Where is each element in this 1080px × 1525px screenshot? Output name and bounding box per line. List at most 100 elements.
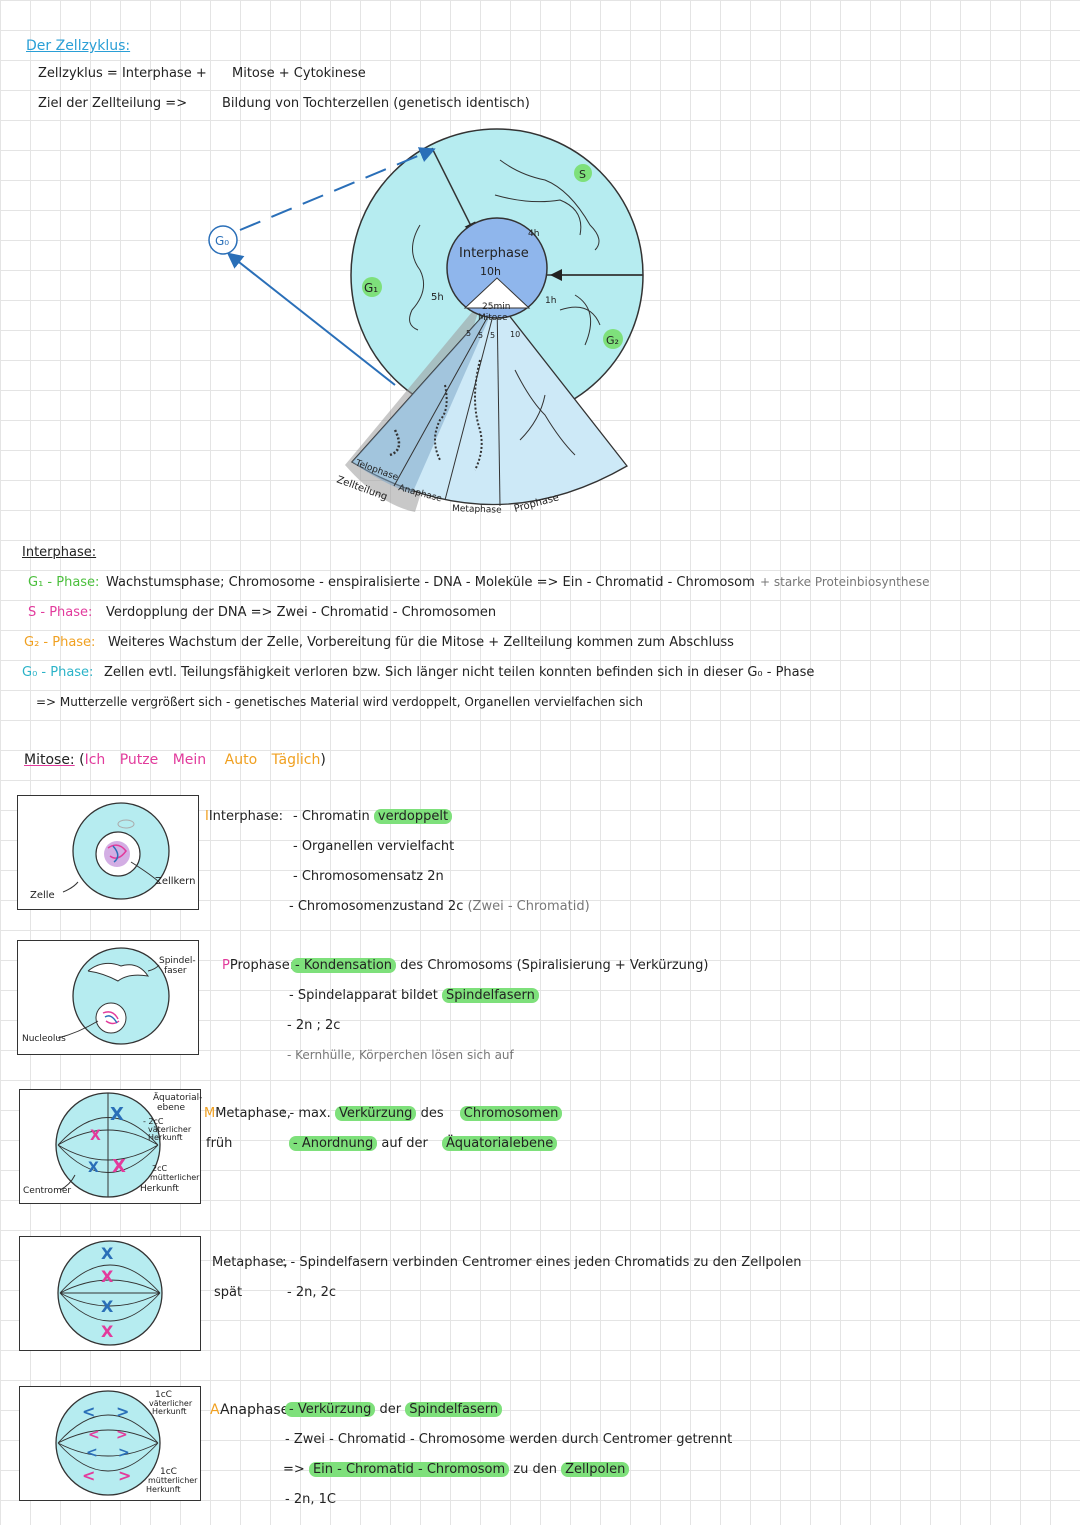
fig-label-spindel: Spindel- [159, 956, 196, 966]
g2-label: G₂ [606, 334, 619, 347]
fig-label-v1: - 2cC [143, 1117, 164, 1126]
fig-label-aq2: ebene [157, 1103, 186, 1113]
fig-label-m1: 2cC [152, 1164, 168, 1173]
anaphase-line4: - 2n, 1C [285, 1492, 336, 1507]
interphase-line3: - Chromosomensatz 2n [293, 869, 444, 884]
ana-fig-v3: Herkunft [152, 1407, 187, 1416]
interphase-core [446, 217, 548, 319]
svg-text:>: > [116, 1427, 128, 1443]
cycle-equation-right: Mitose + Cytokinese [232, 66, 366, 81]
mitose-heading-line: Mitose: (Ich Putze Mein Auto Täglich) [24, 752, 326, 768]
goal-label: Ziel der Zellteilung => [38, 96, 188, 111]
metaphase-early-line1-pre: : - max. [281, 1106, 331, 1121]
fig-label-m2: mütterlicher [150, 1173, 200, 1182]
prophase-line2-pre: - Spindelapparat bildet [289, 988, 438, 1003]
mnemonic-mein: Mein [172, 752, 207, 768]
metaphase-early-line2: - Anordnung auf der Äquatorialebene [289, 1136, 558, 1151]
metaphase-early-figure: X X X X Äquatorial- ebene - 2cC väterlic… [19, 1089, 202, 1204]
seg-10: 10 [510, 330, 520, 339]
metaphase-late-label2: spät [214, 1285, 243, 1300]
ana-fig-m3: Herkunft [146, 1485, 181, 1494]
interphase-line1-hl: verdoppelt [373, 809, 453, 824]
anaphase-line2: - Zwei - Chromatid - Chromosome werden d… [285, 1432, 733, 1447]
g0-phase-text: Zellen evtl. Teilungsfähigkeit verloren … [104, 665, 815, 680]
mnemonic-auto: Auto [224, 752, 258, 768]
prophase-figure: Spindel- faser Nucleolus [17, 940, 199, 1055]
metaphase-early-line1-hl2: Chromosomen [459, 1106, 563, 1121]
prophase-line3: - 2n ; 2c [287, 1018, 341, 1033]
metaphase-early-line2-hl: - Anordnung [289, 1136, 378, 1151]
svg-text:<: < [88, 1427, 100, 1443]
fig-label-m3: Herkunft [140, 1184, 179, 1194]
ana-fig-v1: 1cC [155, 1390, 172, 1400]
interphase-phase-label-text: Interphase: [208, 809, 283, 824]
interphase-figure: Zelle Zellkern [17, 795, 199, 910]
anaphase-label-text: Anaphase [219, 1402, 290, 1418]
interphase-line4-text: - Chromosomenzustand 2c [289, 899, 464, 914]
prophase-line2: - Spindelapparat bildet Spindelfasern [289, 988, 539, 1003]
anaphase-cell-svg: < > < > < > < > [55, 1390, 161, 1496]
g2-phase-label: G₂ - Phase: [24, 635, 96, 650]
mnemonic-ich: Ich [84, 752, 106, 768]
metaphase-early-label-text: Metaphase, [215, 1106, 291, 1121]
prophase-line1: - Kondensation des Chromosoms (Spiralisi… [291, 958, 708, 973]
metaphase-late-figure: X X X X [19, 1236, 201, 1351]
anaphase-line3-mid: zu den [513, 1462, 557, 1477]
prophase-line2-hl: Spindelfasern [441, 988, 539, 1003]
g0-phase-label: G₀ - Phase: [22, 665, 94, 680]
s-phase-text: Verdopplung der DNA => Zwei - Chromatid … [106, 605, 497, 620]
prophase-line1-hl: - Kondensation [291, 958, 397, 973]
svg-text:X: X [88, 1160, 99, 1176]
anaphase-line1-mid: der [379, 1402, 402, 1417]
svg-text:X: X [101, 1322, 114, 1341]
metaphase-early-line1-hl: Verkürzung [334, 1106, 417, 1121]
metaphase-early-cell-svg: X X X X [55, 1092, 161, 1198]
svg-text:X: X [101, 1267, 114, 1286]
cell-cycle-diagram: G₀ G₁ S G₂ Interphase 10h 5h 4h 1h 25min… [208, 128, 644, 516]
svg-text:>: > [118, 1466, 131, 1485]
time-5h: 5h [431, 292, 444, 303]
ana-fig-m2: mütterlicher [148, 1476, 198, 1485]
anaphase-line3-pre: => [283, 1462, 305, 1477]
interphase-line4-note: (Zwei - Chromatid) [467, 899, 590, 914]
svg-text:<: < [82, 1466, 95, 1485]
metaphase-early-line1-mid: des [420, 1106, 444, 1121]
interphase-line1: - Chromatin verdoppelt [293, 809, 453, 824]
fig-label-faser: faser [164, 966, 187, 976]
fig-label-zelle: Zelle [30, 890, 55, 901]
g0-label: G₀ [215, 234, 229, 248]
svg-text:<: < [86, 1445, 98, 1461]
mnemonic-open: ( [79, 752, 85, 768]
interphase-heading: Interphase: [22, 545, 97, 560]
metaphase-early-label2: früh [206, 1136, 233, 1151]
anaphase-figure: < > < > < > < > 1cC väterlicher Herkunft… [19, 1386, 201, 1501]
metaphase-early-line2-mid: auf der [381, 1136, 428, 1151]
metaphase-early-label: MMetaphase, [204, 1106, 291, 1121]
fig-label-centromer: Centromer [23, 1186, 72, 1196]
time-4h: 4h [528, 229, 539, 239]
metaphase-late-line1: : - Spindelfasern verbinden Centromer ei… [282, 1255, 802, 1270]
anaphase-line1-hl: - Verkürzung [285, 1402, 376, 1417]
anaphase-line1-hl2: Spindelfasern [405, 1402, 503, 1417]
fig-label-zellkern: Zellkern [155, 876, 196, 887]
interphase-line1-pre: - Chromatin [293, 809, 370, 824]
svg-text:X: X [101, 1244, 114, 1263]
prophase-phase-label-text: Prophase: [229, 958, 295, 973]
interphase-core-time: 10h [480, 265, 501, 278]
metaphase-label: Metaphase [452, 504, 502, 516]
anaphase-line3-hl: Ein - Chromatid - Chromosom [308, 1462, 510, 1477]
anaphase-line3: => Ein - Chromatid - Chromosom zu den Ze… [283, 1462, 630, 1477]
anaphase-line3-hl2: Zellpolen [561, 1462, 630, 1477]
page-title: Der Zellzyklus: [26, 38, 131, 54]
interphase-phase-label: IInterphase: [205, 809, 283, 824]
svg-text:X: X [112, 1156, 126, 1177]
svg-text:<: < [82, 1402, 95, 1421]
fig-label-v3: Herkunft [148, 1133, 183, 1142]
interphase-line2: - Organellen vervielfacht [293, 839, 455, 854]
mnemonic-putze: Putze [119, 752, 159, 768]
mnemonic-close: ) [320, 752, 326, 768]
prophase-cell-svg [57, 947, 170, 1045]
fig-label-v2: väterlicher [148, 1125, 192, 1134]
prophase-line1-rest: des Chromosoms (Spiralisierung + Verkürz… [400, 958, 709, 973]
anaphase-label: AAnaphase [210, 1402, 290, 1418]
